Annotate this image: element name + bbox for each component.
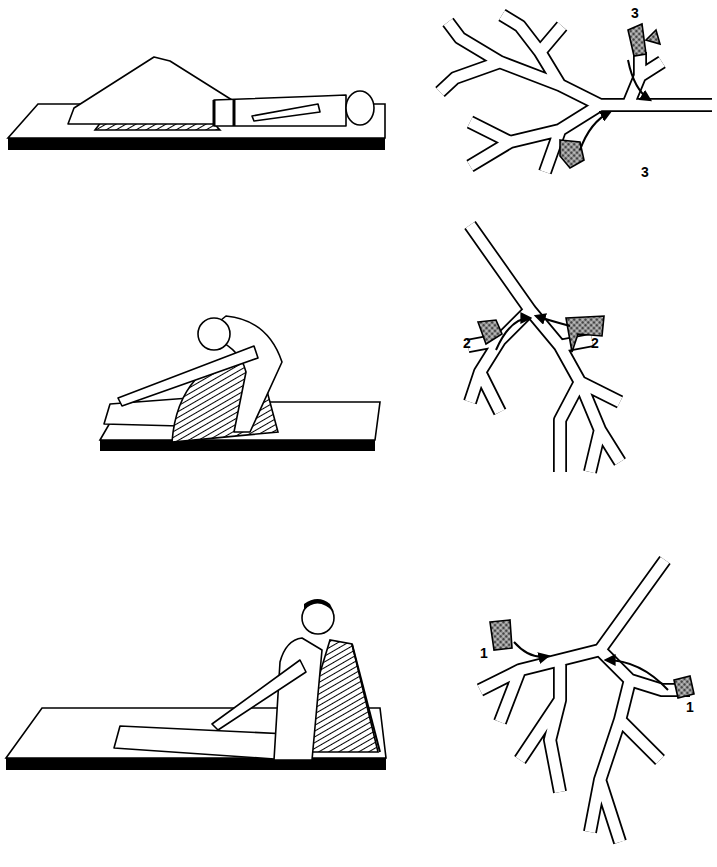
callout-number: 3 — [631, 6, 639, 20]
drawing-part — [566, 316, 604, 352]
drawing-part — [118, 346, 258, 406]
drawing-part — [212, 660, 306, 730]
bronchial-tree — [440, 15, 712, 172]
callout-number: 1 — [480, 646, 488, 660]
drawing-part — [606, 660, 668, 690]
drawing-part — [628, 24, 660, 56]
bronchial-tree — [480, 560, 694, 842]
drawing-part — [514, 642, 548, 657]
drawing-part — [478, 320, 502, 344]
drawing-part — [114, 726, 288, 760]
drawing-part — [8, 138, 385, 150]
forward-bent-figure — [100, 316, 380, 451]
drawing-part — [496, 318, 530, 350]
drawing-part — [6, 758, 386, 770]
drawing-part — [674, 676, 694, 698]
drawing-part — [536, 316, 570, 326]
callout-number: 2 — [591, 336, 599, 350]
drawing-part — [628, 60, 650, 100]
drawing-part — [352, 644, 380, 752]
drawing-part — [440, 15, 712, 172]
bronchial-tree — [468, 225, 620, 472]
supine-figure — [8, 57, 385, 150]
callout-number: 1 — [686, 700, 694, 714]
drawing-part — [198, 318, 230, 350]
drawing-part — [480, 560, 690, 842]
drawing-part — [214, 95, 346, 126]
drawing-part — [100, 440, 375, 451]
drawing-part — [233, 100, 236, 126]
upright-figure — [6, 599, 386, 770]
drawing-part — [68, 57, 232, 124]
drawing-part — [252, 104, 320, 121]
drawing-part — [560, 140, 584, 168]
drawing-part — [468, 225, 620, 472]
callout-number: 2 — [463, 336, 471, 350]
drawing-part — [468, 225, 620, 472]
drawing-part — [490, 620, 512, 650]
drawing-part — [304, 599, 334, 612]
callout-number: 3 — [641, 165, 649, 179]
drawing-part — [213, 100, 216, 126]
drawing-part — [274, 638, 322, 760]
drawing-part — [440, 15, 712, 172]
drawing-part — [580, 112, 610, 150]
drawing-part — [346, 91, 374, 125]
drawing-part — [480, 560, 690, 842]
